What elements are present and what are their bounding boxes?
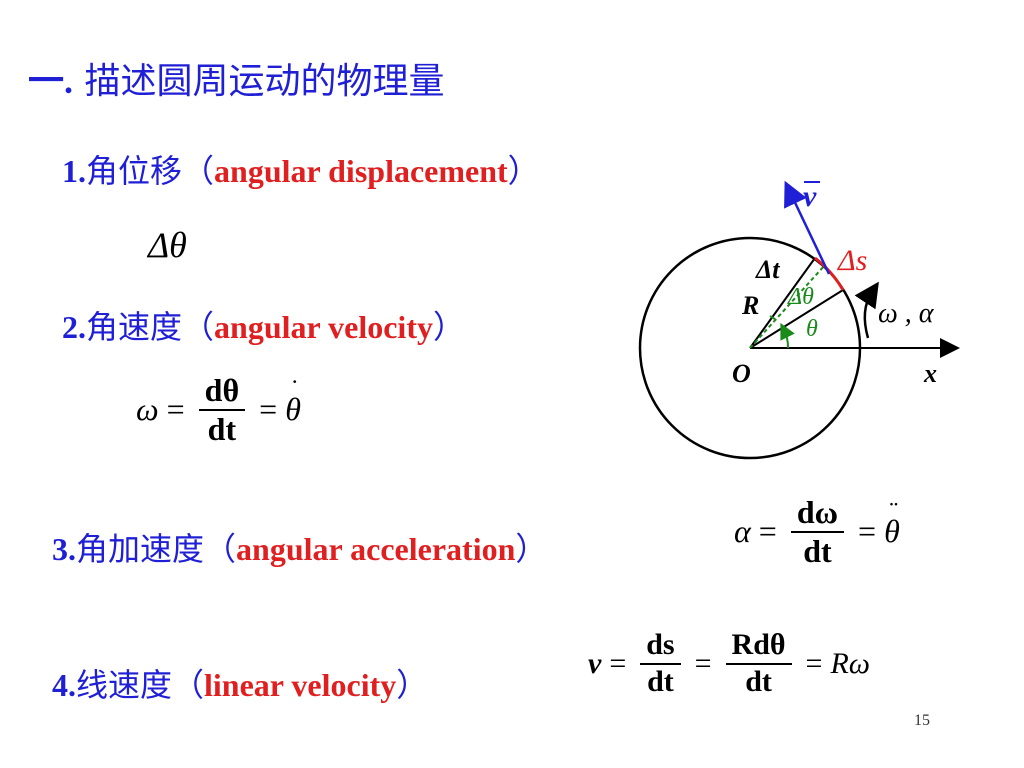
item-close-paren: ） [432, 308, 465, 346]
item-number: 4. [52, 667, 76, 703]
theta-arc [780, 322, 795, 349]
item-angular-velocity: 2.角速度（angular velocity） [62, 302, 465, 348]
item-angular-acceleration: 3.角加速度（angular acceleration） [52, 524, 547, 570]
item-en-label: angular displacement [214, 153, 508, 189]
fraction-numerator: Rdθ [731, 628, 786, 661]
arc-ds [814, 256, 845, 291]
item-cn-label: 线速度（ [76, 666, 205, 704]
page-title: 一. 描述圆周运动的物理量 [28, 52, 444, 104]
theta-label: θ [806, 316, 818, 342]
fraction-dtheta-dt: dθ dt [198, 372, 246, 448]
v-symbol: v [588, 646, 602, 680]
item-number: 2. [62, 309, 86, 345]
x-label: x [923, 359, 937, 388]
fraction-denominator: dt [207, 410, 237, 447]
item-cn-label: 角位移（ [86, 152, 215, 190]
item-number: 1. [62, 153, 86, 189]
fraction-ds-dt: ds dt [640, 628, 681, 699]
item-close-paren: ） [507, 152, 540, 190]
item-cn-label: 角速度（ [86, 308, 215, 346]
origin-label: O [732, 359, 751, 388]
velocity-vector [784, 180, 831, 275]
page-number: 15 [914, 712, 930, 729]
r-omega: Rω [830, 646, 870, 680]
theta-double-dot: ¨θ [884, 497, 900, 550]
title-number: 一. [28, 61, 74, 101]
formula-delta-theta: Δθ [148, 224, 187, 266]
delta-theta-text: Δθ [148, 225, 187, 265]
item-cn-label: 角加速度（ [76, 530, 237, 568]
radius-line-2 [749, 289, 844, 349]
circular-motion-diagram: v Δs Δt R Δθ θ ω , α O x [638, 180, 960, 460]
equals-sign: = [609, 646, 627, 680]
omega-symbol: ω [136, 391, 159, 428]
fraction-numerator: ds [646, 628, 675, 661]
item-en-label: angular acceleration [236, 531, 516, 567]
rotation-arrow [854, 281, 879, 339]
alpha-symbol: α [734, 513, 751, 550]
r-label: R [741, 291, 759, 320]
item-number: 3. [52, 531, 76, 567]
fraction-domega-dt: dω dt [790, 494, 845, 570]
fraction-denominator: dt [803, 532, 832, 569]
equals-sign: = [694, 646, 712, 680]
angle-dashed-line [749, 264, 826, 349]
radius-line-1 [749, 257, 816, 349]
formula-omega: ω = dθ dt = ˙θ [136, 372, 301, 448]
equals-sign: = [858, 513, 877, 550]
theta-dot: ˙θ [285, 375, 301, 428]
omega-alpha-label: ω , α [878, 298, 935, 329]
v-label: v [803, 180, 817, 213]
formula-alpha: α = dω dt = ¨θ [734, 494, 900, 570]
fraction-denominator: dt [647, 664, 674, 698]
title-text: 描述圆周运动的物理量 [73, 61, 445, 102]
equals-sign: = [805, 646, 823, 680]
item-en-label: angular velocity [214, 309, 433, 345]
fraction-numerator: dθ [204, 372, 240, 408]
equals-sign: = [758, 513, 777, 550]
fraction-numerator: dω [796, 494, 839, 530]
item-linear-velocity: 4.线速度（linear velocity） [52, 660, 428, 706]
equals-sign: = [166, 391, 185, 428]
equals-sign: = [259, 391, 278, 428]
fraction-rdtheta-dt: Rdθ dt [725, 628, 792, 699]
item-close-paren: ） [515, 530, 548, 568]
item-close-paren: ） [396, 666, 429, 704]
dtheta-label: Δθ [787, 284, 814, 310]
item-angular-displacement: 1.角位移（angular displacement） [62, 146, 540, 192]
ds-label: Δs [837, 244, 867, 277]
formula-v: v = ds dt = Rdθ dt = Rω [588, 628, 870, 699]
dt-label: Δt [755, 255, 780, 284]
fraction-denominator: dt [745, 664, 772, 698]
item-en-label: linear velocity [204, 667, 397, 703]
dtheta-arc [769, 315, 777, 321]
